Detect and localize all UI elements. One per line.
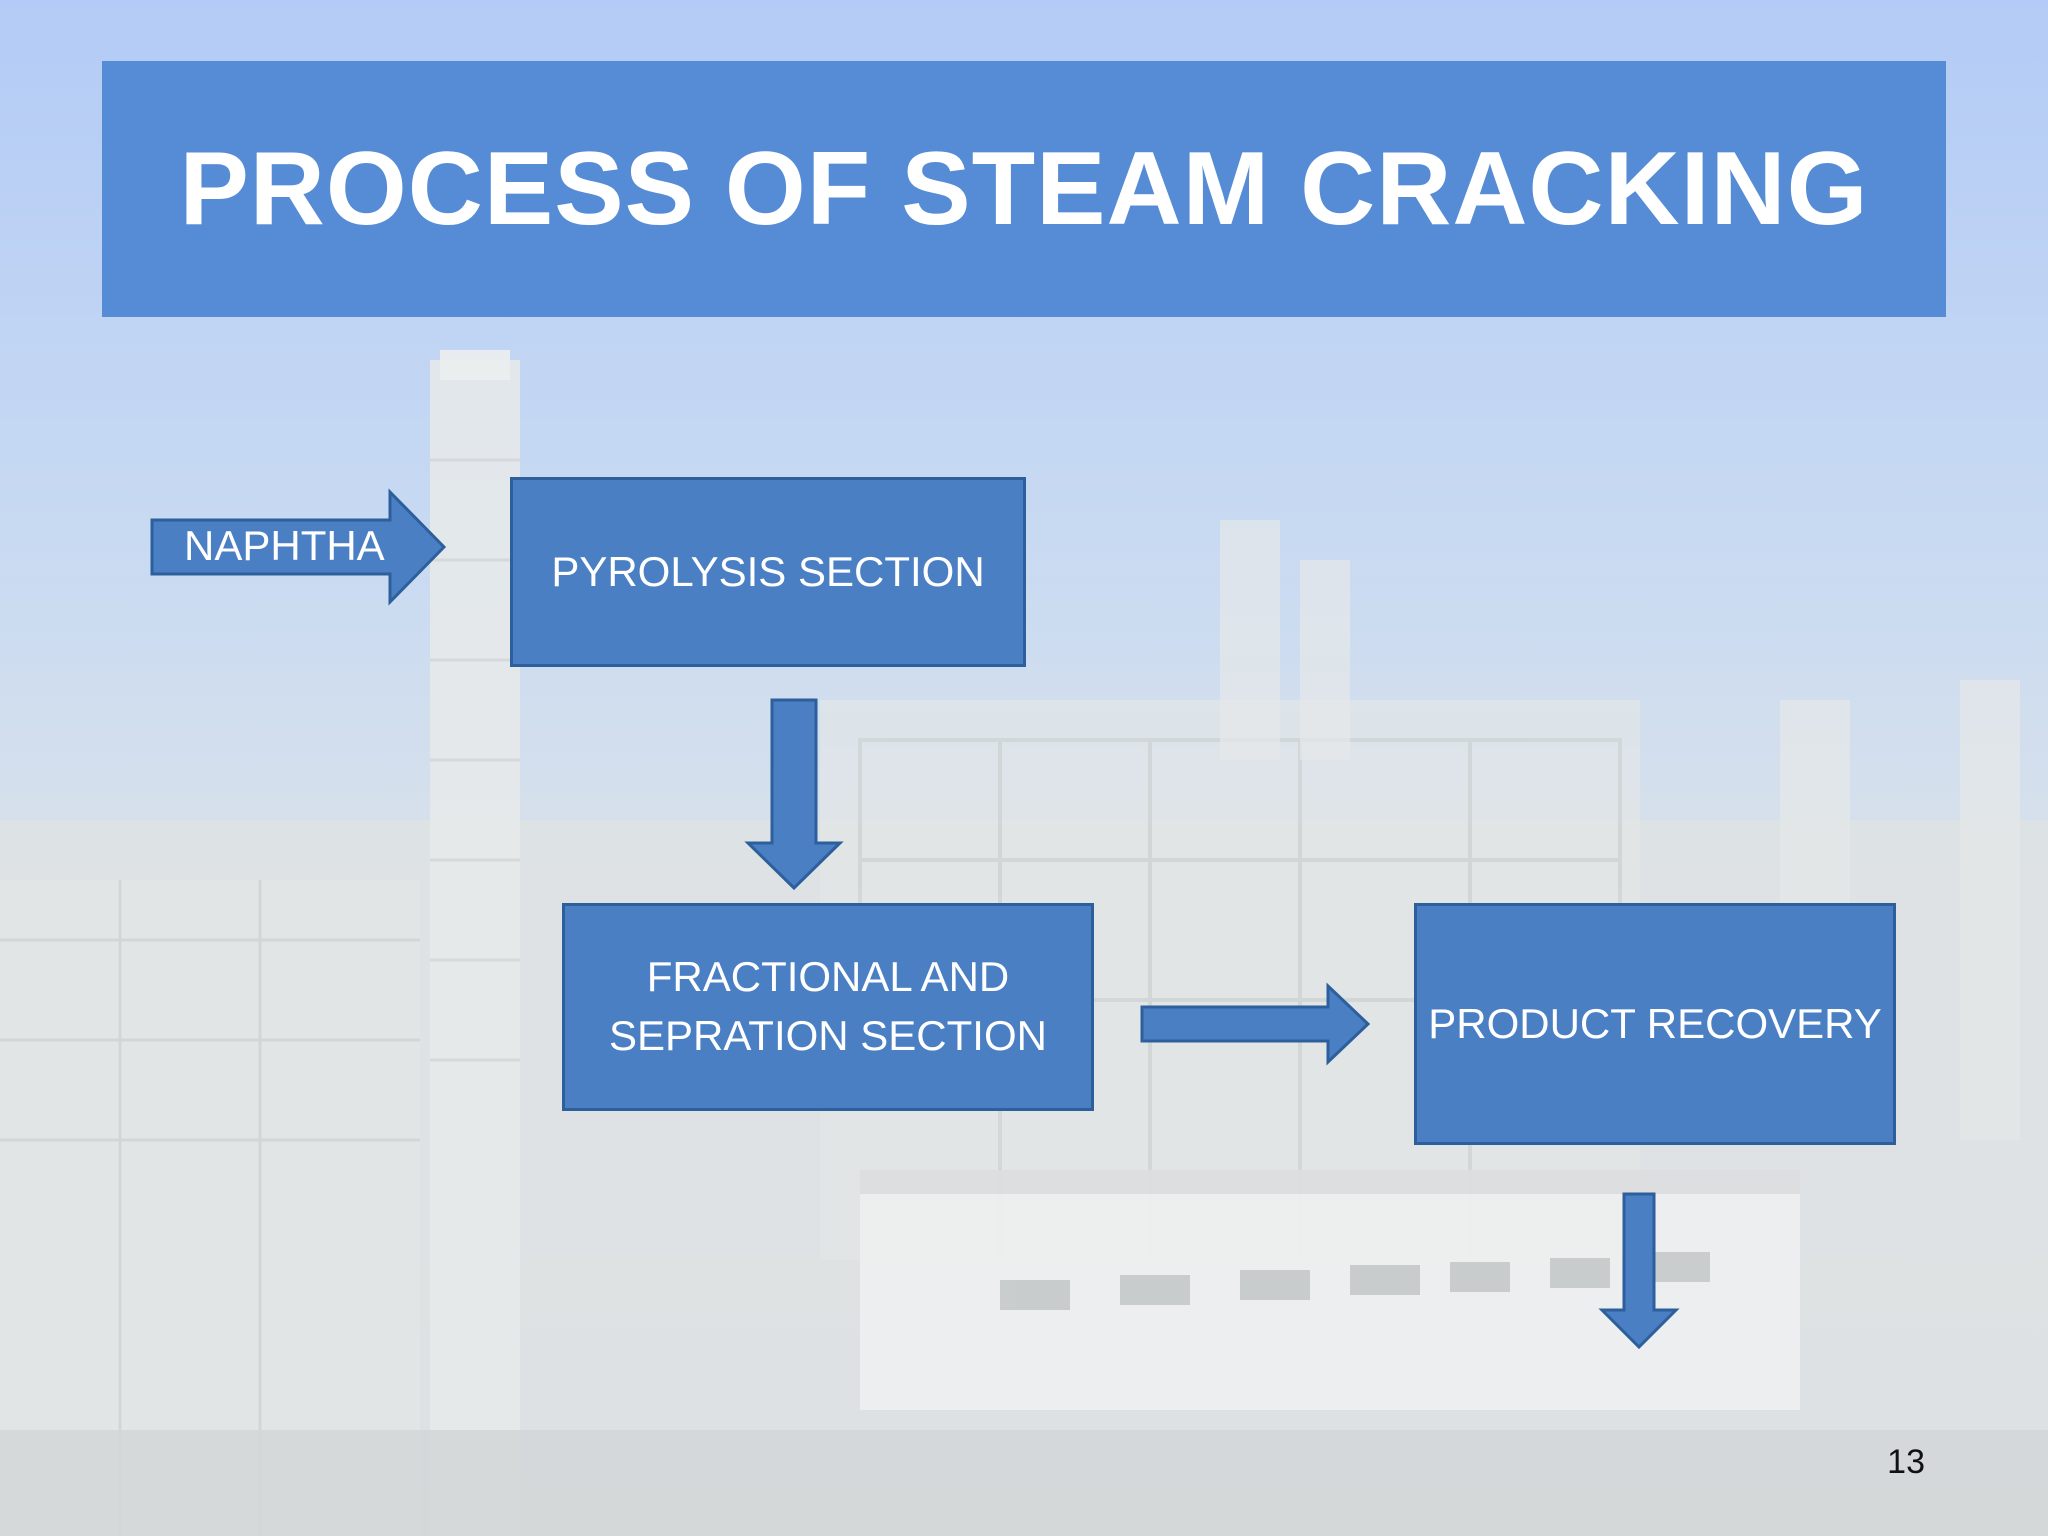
page-number: 13	[1887, 1443, 1925, 1481]
pyrolysis-section-label: PYROLYSIS SECTION	[551, 547, 985, 595]
title-banner: PROCESS OF STEAM CRACKING	[102, 61, 1946, 317]
fractional-separation-label: FRACTIONAL AND SEPRATION SECTION	[609, 948, 1047, 1066]
fractional-separation-box: FRACTIONAL AND SEPRATION SECTION	[562, 903, 1094, 1111]
pyrolysis-section-box: PYROLYSIS SECTION	[510, 477, 1026, 667]
slide-title: PROCESS OF STEAM CRACKING	[179, 130, 1869, 247]
fractional-label-line-2: SEPRATION SECTION	[609, 1012, 1047, 1059]
fractional-label-line-1: FRACTIONAL AND	[646, 953, 1010, 1001]
naphtha-label: NAPHTHA	[184, 522, 385, 569]
product-recovery-box: PRODUCT RECOVERY	[1414, 903, 1896, 1145]
product-recovery-label: PRODUCT RECOVERY	[1428, 999, 1882, 1047]
